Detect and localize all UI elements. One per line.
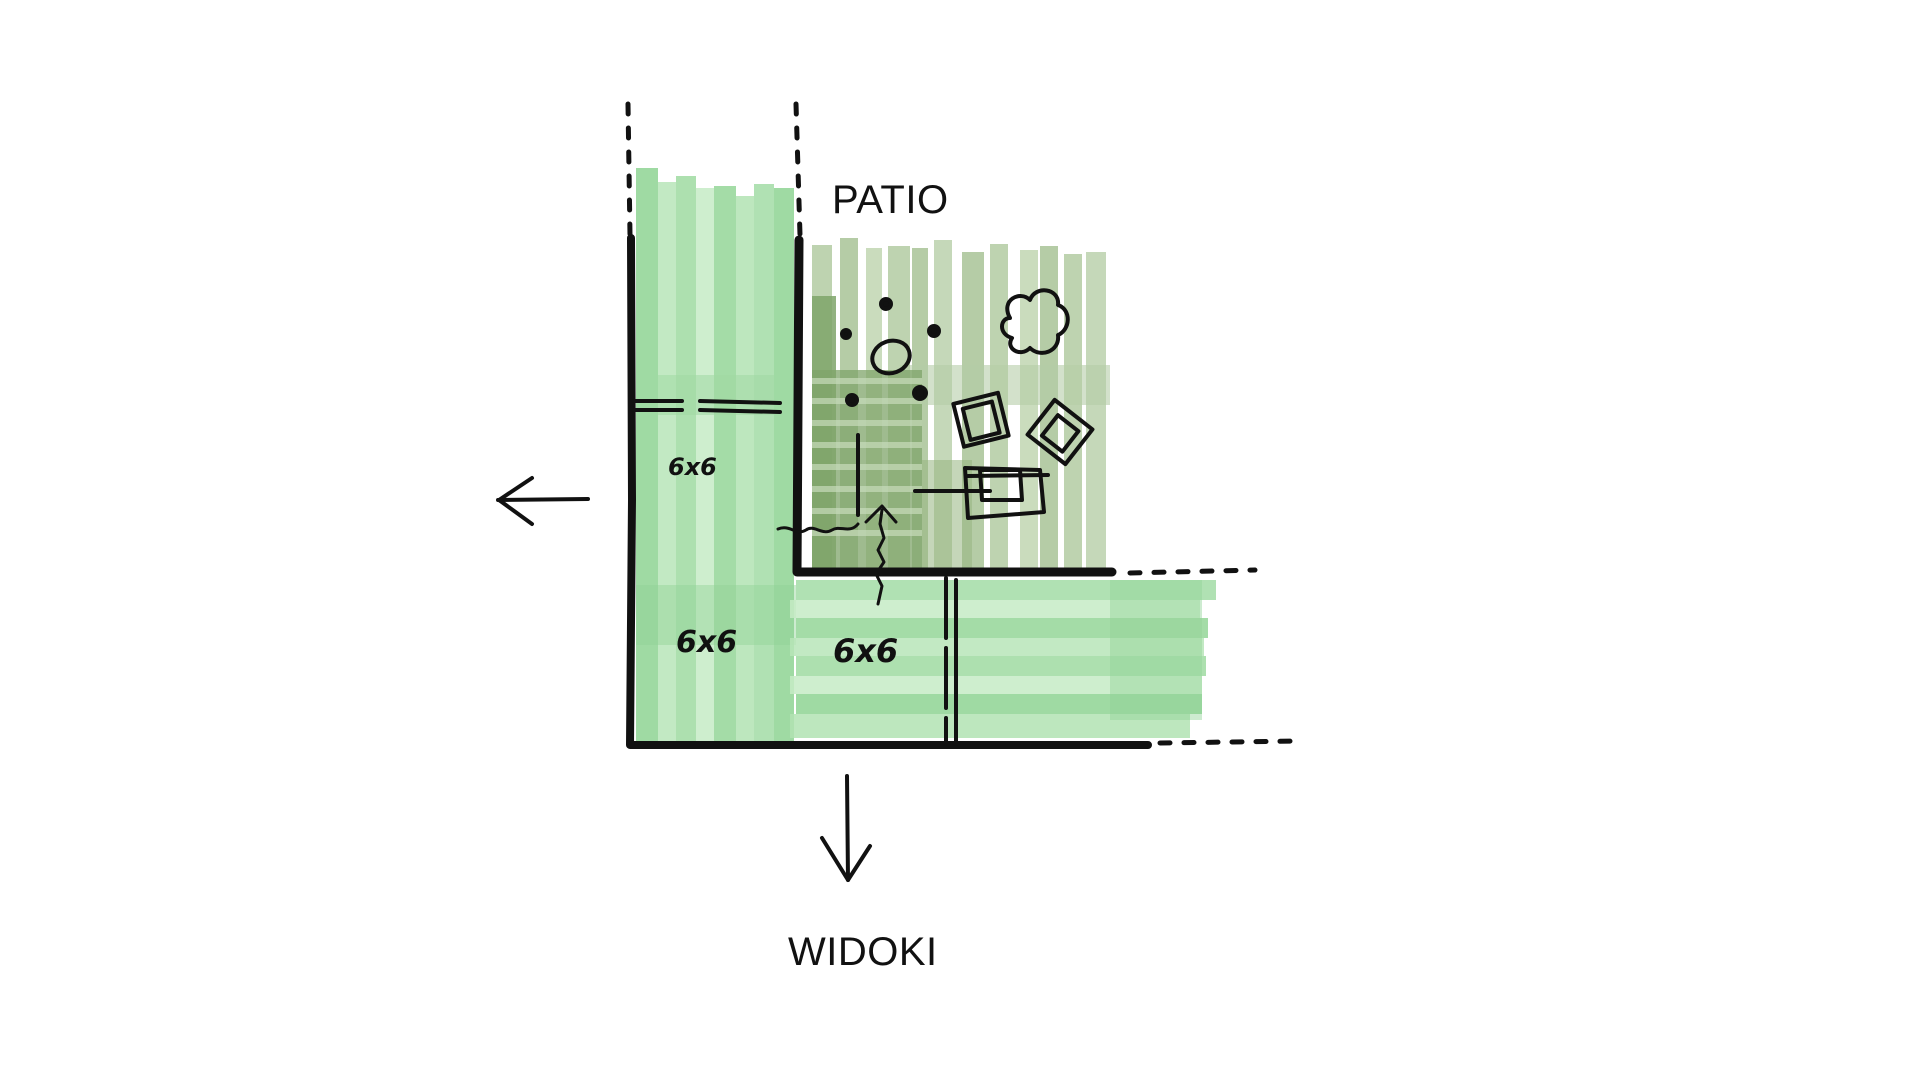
arrow-down-icon	[820, 774, 872, 882]
dimension-label-left-lower: 6x6	[676, 625, 738, 660]
dashed-line-left-top	[625, 101, 633, 238]
chair-dot	[927, 324, 941, 338]
entry-arrow-icon	[874, 508, 886, 606]
squiggle-line	[776, 522, 860, 534]
dashed-line-outer-right	[1157, 738, 1303, 746]
widoki-label: WIDOKI	[788, 930, 938, 974]
outer-wall	[626, 234, 1152, 749]
armchair-icon	[1025, 397, 1095, 467]
patio-label: PATIO	[832, 178, 949, 222]
green-strip-left	[636, 168, 796, 743]
dimension-label-left-upper: 6x6	[668, 453, 717, 481]
patio-shaded-area	[812, 296, 972, 568]
dashed-extension-lines	[625, 101, 1303, 746]
chair-dot	[879, 297, 893, 311]
chair-dot	[912, 385, 928, 401]
chair-dot	[845, 393, 859, 407]
patio-furniture	[776, 288, 1095, 606]
green-strip-bottom	[790, 580, 1216, 738]
dashed-line-inner-right	[1127, 567, 1258, 576]
chair-dot	[840, 328, 852, 340]
round-table-icon	[870, 338, 912, 376]
inner-wall	[792, 235, 1117, 577]
arrow-left-icon	[496, 476, 590, 526]
armchair-icon	[951, 390, 1011, 449]
dimension-label-bottom: 6x6	[833, 632, 899, 670]
dashed-line-right-top	[793, 101, 803, 238]
plant-icon	[1000, 288, 1070, 355]
sofa-icon	[913, 466, 1050, 520]
walls	[626, 234, 1152, 749]
